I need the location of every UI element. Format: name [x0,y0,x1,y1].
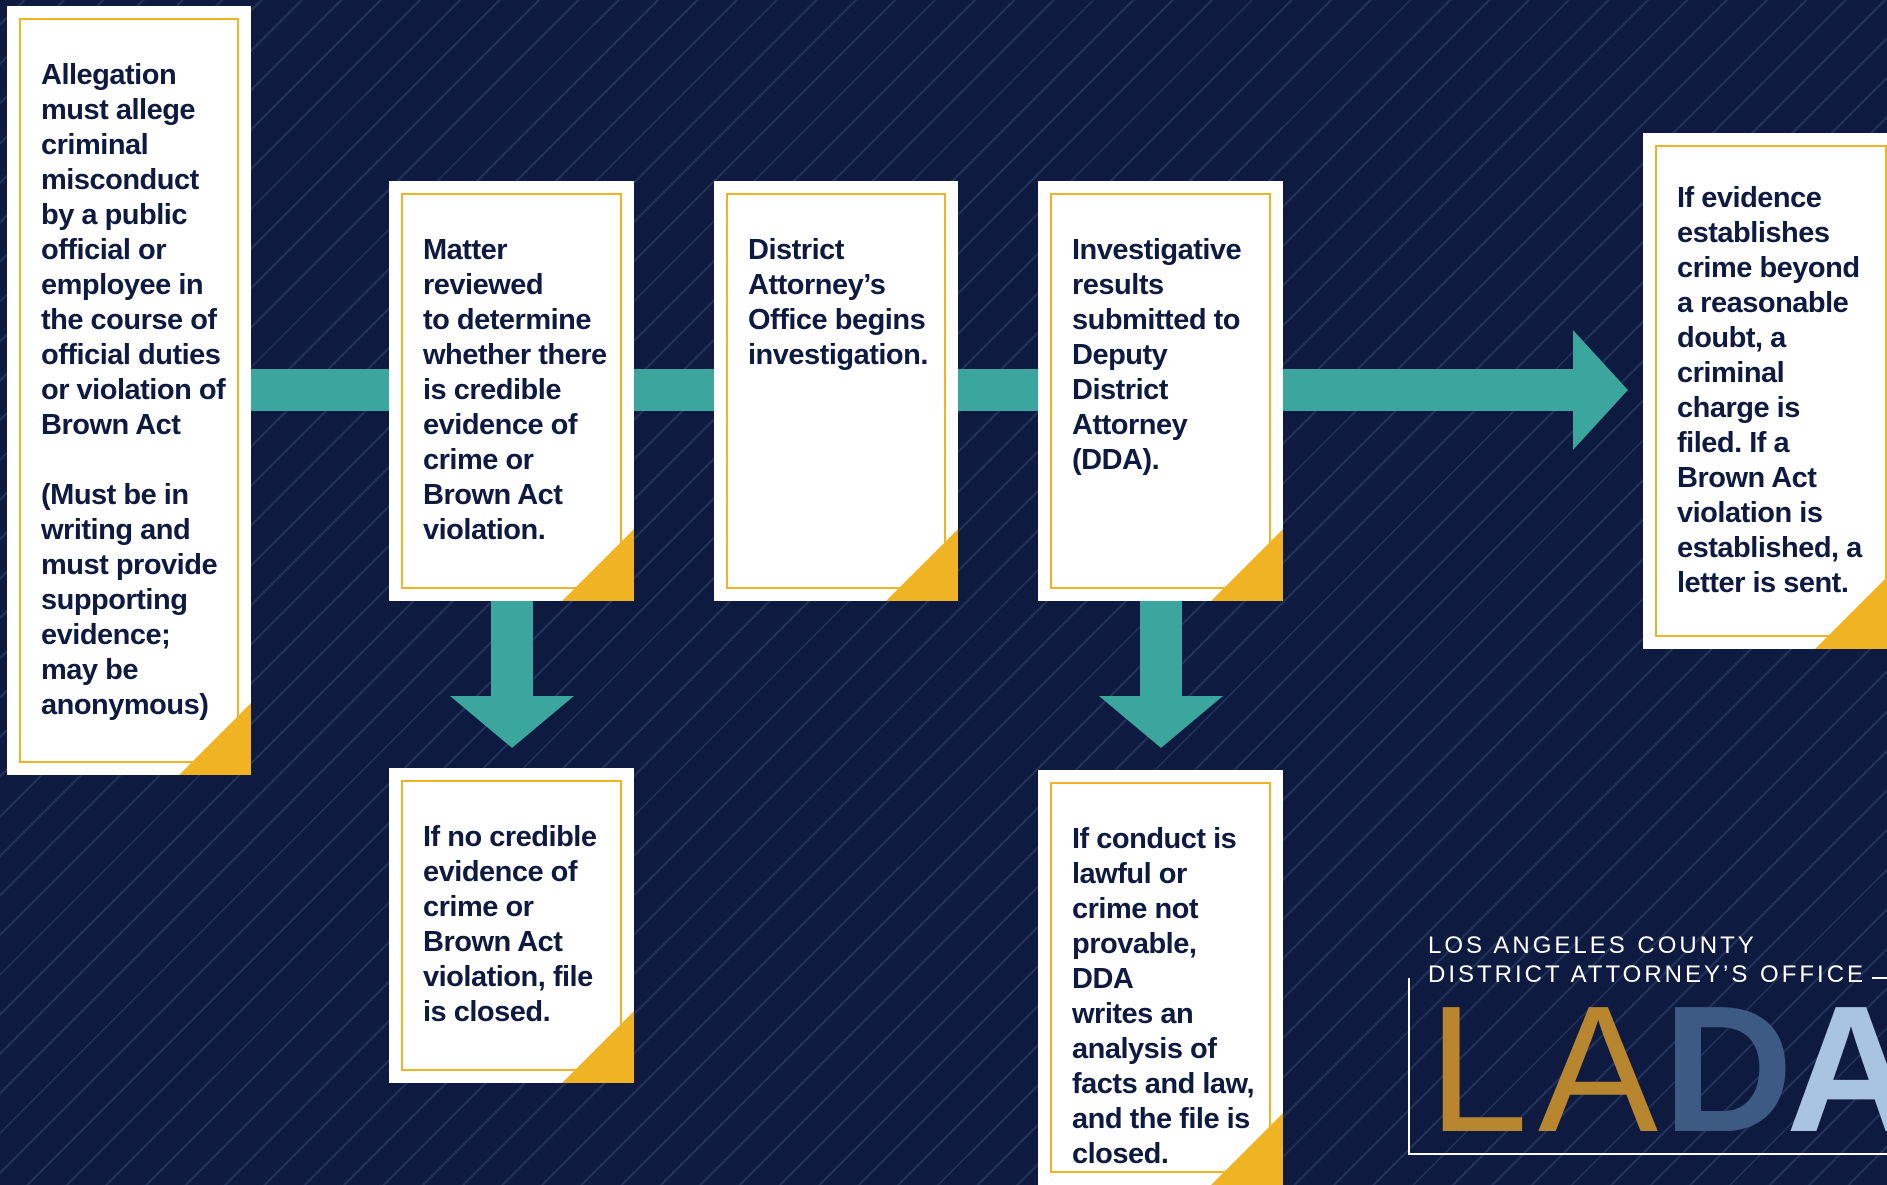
card-frame [1655,145,1887,637]
corner-accent [179,703,251,775]
connector-investigation-to-submitted [957,369,1039,411]
logo-letter-a2: A [1786,969,1887,1170]
logo-rule-top [1872,977,1887,979]
step-card-review: Matter reviewed to determine whether the… [389,181,634,601]
card-frame [726,193,946,589]
logo-bracket-bottom [1408,1153,1887,1155]
corner-accent [562,1011,634,1083]
connector-submitted-to-charge [1282,369,1575,411]
step-text-allegation: Allegation must allege criminal miscondu… [41,59,226,721]
step-card-allegation: Allegation must allege criminal miscondu… [7,6,251,775]
corner-accent [1211,1113,1283,1185]
card-frame [19,18,239,763]
step-text-submitted: Investigative results submitted to Deput… [1072,234,1242,476]
corner-accent [562,529,634,601]
card-frame [1050,193,1271,589]
logo-letter-d: D [1663,969,1793,1170]
card-frame [401,780,622,1071]
step-card-no-credible: If no credible evidence of crime or Brow… [389,768,634,1083]
step-card-not-provable: If conduct is lawful or crime not provab… [1038,770,1283,1185]
card-frame [1050,782,1271,1173]
step-text-investigation: District Attorney’s Office begins invest… [748,234,928,371]
step-text-not-provable: If conduct is lawful or crime not provab… [1072,823,1255,1170]
connector-submitted-down [1140,600,1182,697]
logo-letter-a1: A [1538,969,1659,1170]
corner-accent [886,529,958,601]
step-card-investigation: District Attorney’s Office begins invest… [714,181,958,601]
logo-letter-l: L [1428,969,1529,1170]
corner-accent [1211,529,1283,601]
corner-accent [1815,577,1887,649]
step-card-submitted: Investigative results submitted to Deput… [1038,181,1283,601]
arrow-head-down-left [450,696,574,748]
logo-county-line: LOS ANGELES COUNTY [1428,932,1757,959]
logo-office-line: DISTRICT ATTORNEY’S OFFICE [1428,961,1867,988]
lada-logo: LOS ANGELES COUNTY DISTRICT ATTORNEY’S O… [1408,930,1887,1170]
arrow-head-down-right [1099,696,1223,748]
step-text-charge: If evidence establishes crime beyond a r… [1677,182,1862,599]
logo-bracket-left [1408,978,1410,1155]
connector-review-down [491,600,533,697]
step-text-no-credible: If no credible evidence of crime or Brow… [423,821,597,1028]
connector-review-to-investigation [633,369,715,411]
arrow-head-right [1573,330,1628,450]
card-frame [401,193,622,589]
connector-allegation-to-review [250,369,390,411]
step-card-charge: If evidence establishes crime beyond a r… [1643,133,1887,649]
step-text-review: Matter reviewed to determine whether the… [423,234,607,546]
